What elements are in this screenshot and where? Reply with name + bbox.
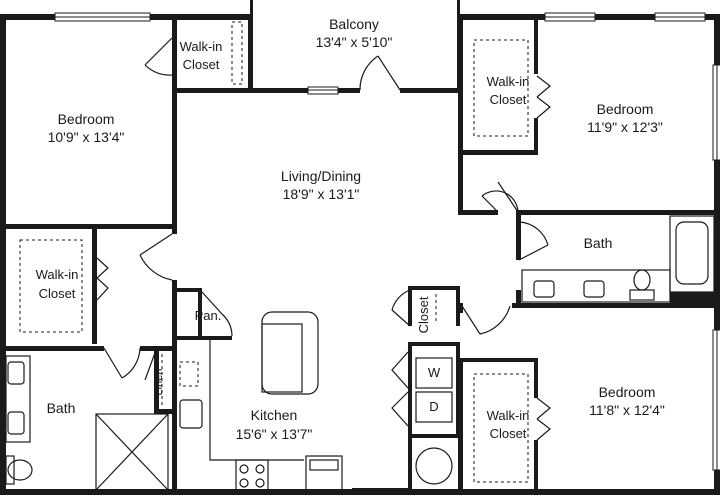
balcony-dims: 13'4" x 5'10" [316,34,393,50]
pantry-name: Pan. [195,308,222,323]
kitchen-sink [179,399,203,429]
walkin-top-right-line1: Walk-in [487,74,530,89]
bedroom-bottom-right-name: Bedroom [599,384,656,400]
left-bath-toilet [7,459,33,481]
bath-left-name: Bath [47,400,76,416]
washer-label: W [428,365,441,380]
washer [415,357,453,389]
dryer [415,391,453,423]
refrigerator [305,455,343,491]
walkin-bottom-right-line2: Closet [490,426,527,441]
walkin-top-left-line2: Closet [183,57,220,72]
windows [54,12,720,471]
kitchen-name: Kitchen [251,407,298,423]
balcony-name: Balcony [329,16,379,32]
kitchen-dims: 15'6" x 13'7" [236,426,313,442]
living-dining-name: Living/Dining [281,168,361,184]
left-bath-shower [95,413,169,491]
room-labels: Balcony 13'4" x 5'10" Bedroom 10'9" x 13… [36,16,665,442]
bedroom-top-right-dims: 11'9" x 12'3" [587,119,663,135]
bedroom-left-name: Bedroom [58,111,115,127]
dryer-label: D [429,399,438,414]
stove [235,459,269,491]
doors [96,37,551,441]
bath-right-name: Bath [584,235,613,251]
right-bath-sink-1 [533,280,555,298]
closet-center-name: Closet [416,296,431,333]
bedroom-bottom-right-dims: 11'8" x 12'4" [589,402,665,418]
walkin-top-left-line1: Walk-in [180,39,223,54]
walkin-bottom-right-line1: Walk-in [487,408,530,423]
walkin-top-right-line2: Closet [490,92,527,107]
water-heater [415,447,453,485]
bedroom-top-right-name: Bedroom [597,101,654,117]
right-bath-sink-2 [583,280,605,298]
walkin-mid-left-line2: Closet [39,286,76,301]
walkin-mid-left-line1: Walk-in [36,267,79,282]
left-bath-sink-bottom [7,411,25,435]
linen-name: Linen [153,369,165,396]
fixtures [5,215,715,491]
right-bath-toilet [633,269,651,291]
living-dining-dims: 18'9" x 13'1" [283,186,360,202]
closet-shelving [19,21,529,483]
left-bath-sink-top [7,361,25,385]
bedroom-left-dims: 10'9" x 13'4" [48,129,125,145]
